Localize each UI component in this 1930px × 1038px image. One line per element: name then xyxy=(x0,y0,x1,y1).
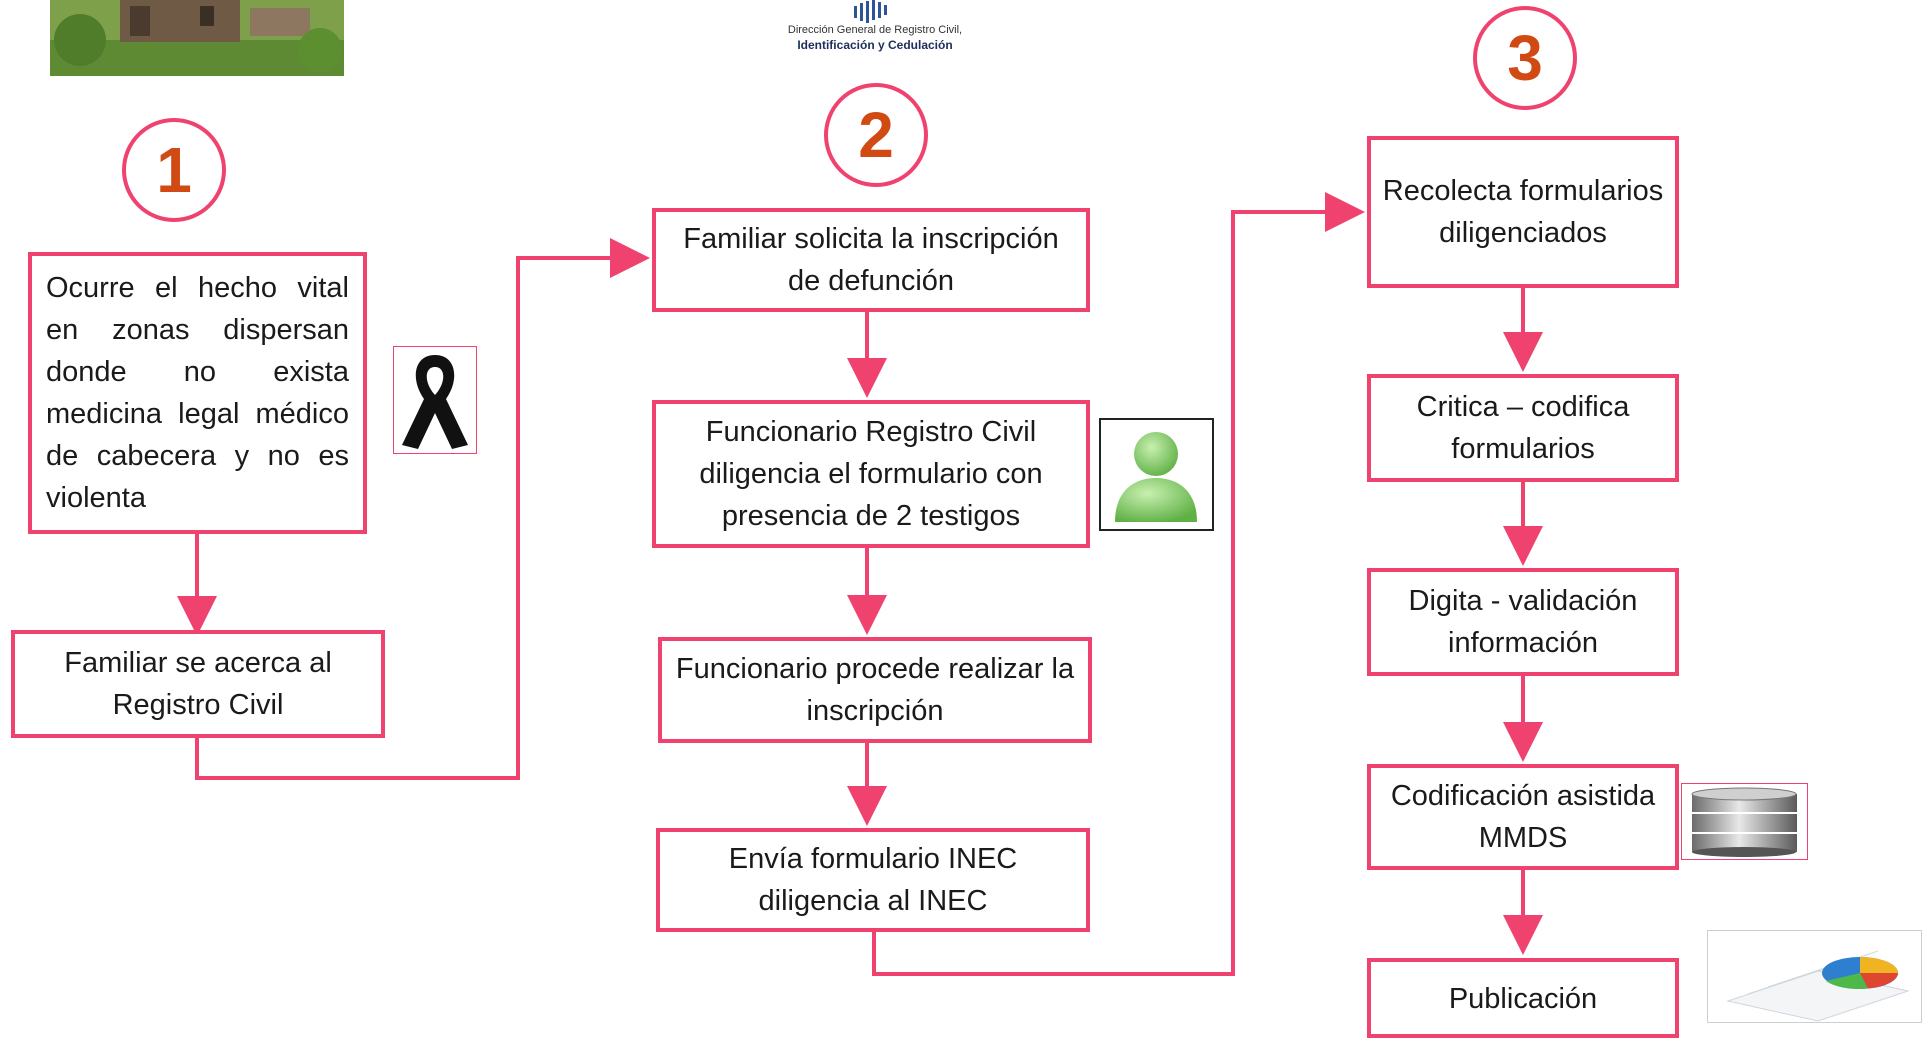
officer-register-box: Funcionario procede realizar la inscripc… xyxy=(658,637,1092,743)
critic-box-text: Critica – codifica formularios xyxy=(1416,390,1630,465)
event-box-text: Ocurre el hecho vital en zonas dispersan… xyxy=(46,271,349,515)
send-box-text: Envía formulario INEC diligencia al INEC xyxy=(728,842,1018,917)
logo-line2: Identificación y Cedulación xyxy=(797,37,953,52)
request-box: Familiar solicita la inscripción de defu… xyxy=(652,208,1090,312)
officer-form-box: Funcionario Registro Civil diligencia el… xyxy=(652,400,1090,548)
step-circle-1: 1 xyxy=(122,118,226,222)
logo-text: Dirección General de Registro Civil, Ide… xyxy=(760,24,990,53)
collect-box-text: Recolecta formularios diligenciados xyxy=(1382,174,1664,249)
person-icon xyxy=(1099,418,1214,531)
pie-chart-icon xyxy=(1707,930,1922,1023)
publish-box-text: Publicación xyxy=(1448,983,1598,1015)
mourning-ribbon-icon xyxy=(393,346,477,454)
family-box-text: Familiar se acerca al Registro Civil xyxy=(64,646,332,721)
digit-box-text: Digita - validación información xyxy=(1408,584,1638,659)
house-photo xyxy=(50,0,344,76)
step-number-3: 3 xyxy=(1507,22,1543,94)
logo-line1: Dirección General de Registro Civil, xyxy=(787,24,963,36)
request-box-text: Familiar solicita la inscripción de defu… xyxy=(683,222,1059,297)
step-circle-3: 3 xyxy=(1473,6,1577,110)
officer-register-box-text: Funcionario procede realizar la inscripc… xyxy=(675,652,1075,727)
step-circle-2: 2 xyxy=(824,83,928,187)
coding-box-text: Codificación asistida MMDS xyxy=(1390,779,1656,854)
coding-box: Codificación asistida MMDS xyxy=(1367,764,1679,870)
collect-box: Recolecta formularios diligenciados xyxy=(1367,136,1679,288)
event-box: Ocurre el hecho vital en zonas dispersan… xyxy=(28,252,367,534)
step-number-1: 1 xyxy=(156,134,192,206)
send-box: Envía formulario INEC diligencia al INEC xyxy=(656,828,1090,932)
connector-family-to-request xyxy=(195,238,650,780)
logo-icon xyxy=(850,0,894,28)
family-box: Familiar se acerca al Registro Civil xyxy=(11,630,385,738)
connector-send-to-collect xyxy=(872,192,1365,976)
critic-box: Critica – codifica formularios xyxy=(1367,374,1679,482)
publish-box: Publicación xyxy=(1367,958,1679,1038)
database-icon xyxy=(1681,783,1808,860)
step-number-2: 2 xyxy=(858,99,894,171)
officer-form-box-text: Funcionario Registro Civil diligencia el… xyxy=(699,415,1043,533)
digit-box: Digita - validación información xyxy=(1367,568,1679,676)
